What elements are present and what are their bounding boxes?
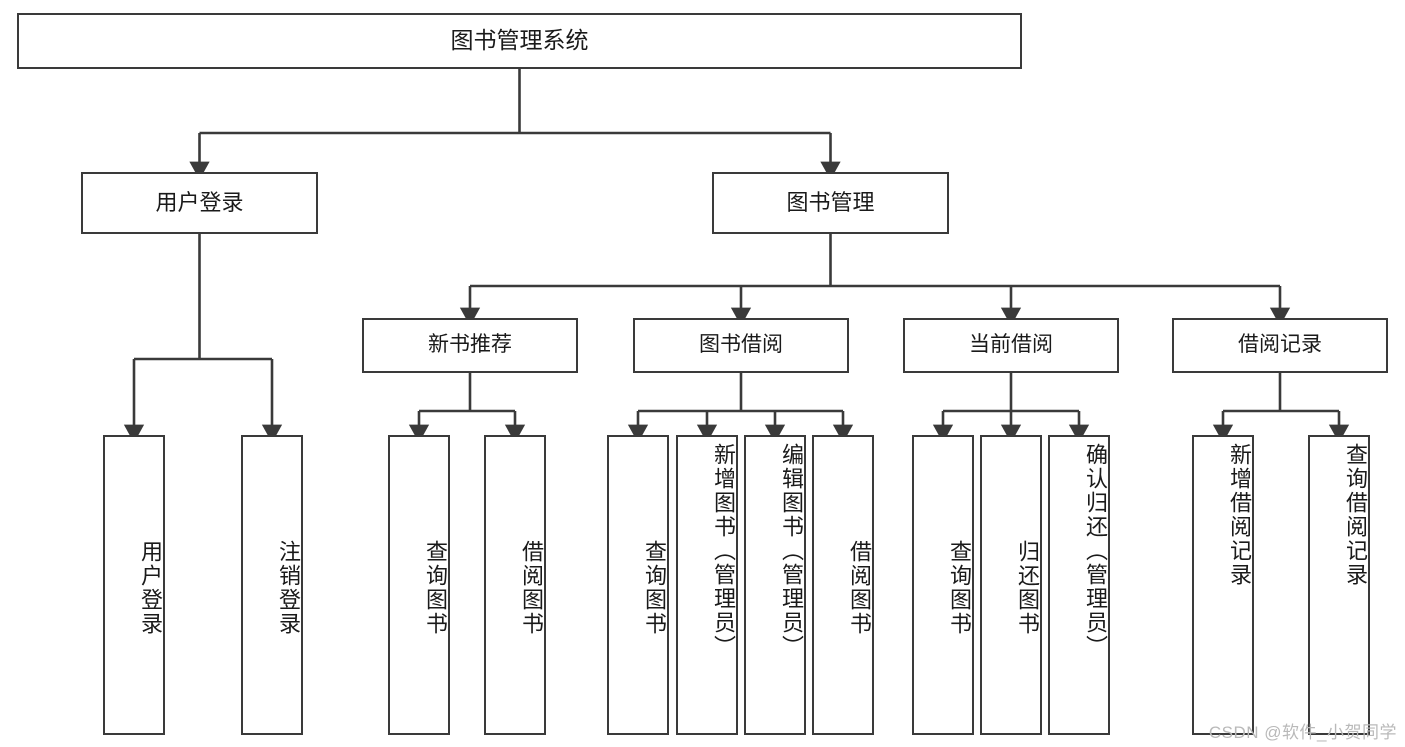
node-label: 用户登录 bbox=[155, 190, 244, 216]
node-label: 借阅记录 bbox=[1238, 333, 1322, 357]
node-current[interactable]: 当前借阅 bbox=[903, 318, 1119, 373]
node-root[interactable]: 图书管理系统 bbox=[17, 13, 1022, 69]
node-leaf-rec-query[interactable]: 查询借阅记录 bbox=[1308, 435, 1370, 735]
node-leaf-user-logout[interactable]: 注销登录 bbox=[241, 435, 303, 735]
node-bookmgmt[interactable]: 图书管理 bbox=[712, 172, 949, 234]
node-label: 图书借阅 bbox=[699, 333, 783, 357]
node-leaf-nb-borrow[interactable]: 借阅图书 bbox=[484, 435, 546, 735]
node-login[interactable]: 用户登录 bbox=[81, 172, 318, 234]
node-label: 查询图书 bbox=[423, 540, 448, 636]
node-label: 用户登录 bbox=[138, 540, 163, 636]
node-label: 图书管理 bbox=[786, 190, 875, 216]
watermark-text: CSDN @软件_小贺同学 bbox=[1208, 723, 1397, 742]
node-newbook[interactable]: 新书推荐 bbox=[362, 318, 578, 373]
node-label: 借阅图书 bbox=[519, 540, 544, 636]
node-leaf-cur-return[interactable]: 归还图书 bbox=[980, 435, 1042, 735]
node-label: 确认归还（管理员） bbox=[1083, 443, 1108, 659]
node-leaf-cur-query[interactable]: 查询图书 bbox=[912, 435, 974, 735]
node-leaf-user-login[interactable]: 用户登录 bbox=[103, 435, 165, 735]
node-leaf-bk-edit[interactable]: 编辑图书（管理员） bbox=[744, 435, 806, 735]
node-label: 查询借阅记录 bbox=[1343, 443, 1368, 587]
node-leaf-bk-add[interactable]: 新增图书（管理员） bbox=[676, 435, 738, 735]
node-label: 新增借阅记录 bbox=[1227, 443, 1252, 587]
node-borrow[interactable]: 图书借阅 bbox=[633, 318, 849, 373]
node-leaf-rec-add[interactable]: 新增借阅记录 bbox=[1192, 435, 1254, 735]
node-leaf-bk-borrow[interactable]: 借阅图书 bbox=[812, 435, 874, 735]
node-label: 借阅图书 bbox=[847, 540, 872, 636]
node-leaf-nb-query[interactable]: 查询图书 bbox=[388, 435, 450, 735]
node-label: 图书管理系统 bbox=[450, 27, 589, 54]
node-leaf-bk-query[interactable]: 查询图书 bbox=[607, 435, 669, 735]
node-label: 查询图书 bbox=[642, 540, 667, 636]
node-records[interactable]: 借阅记录 bbox=[1172, 318, 1388, 373]
node-label: 新增图书（管理员） bbox=[711, 443, 736, 659]
node-label: 注销登录 bbox=[276, 540, 301, 636]
node-label: 归还图书 bbox=[1015, 540, 1040, 636]
node-label: 查询图书 bbox=[947, 540, 972, 636]
node-leaf-cur-confirm[interactable]: 确认归还（管理员） bbox=[1048, 435, 1110, 735]
node-label: 当前借阅 bbox=[969, 333, 1053, 357]
node-label: 新书推荐 bbox=[428, 333, 512, 357]
node-label: 编辑图书（管理员） bbox=[779, 443, 804, 659]
